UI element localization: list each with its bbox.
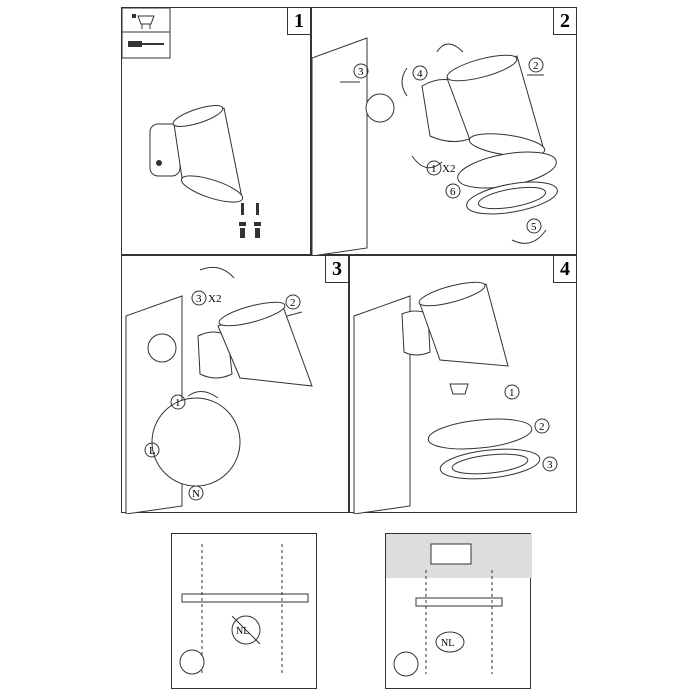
step-4-illustration: 1 2 3 [353,281,558,514]
step-4-number: 4 [553,256,576,283]
wire-label-live: L [149,445,156,457]
callout-4: 4 [417,68,423,80]
step-2-illustration: 2 3 4 1 X2 6 5 [312,37,558,256]
callout-3: 3 [547,459,553,471]
wall-lamp-drawing [149,105,244,203]
callout-5: 5 [531,221,537,233]
step-2-panel: 2 2 3 4 1 X2 6 5 [311,7,577,256]
step-1-panel: 1 [121,7,311,255]
step-1-illustration [122,8,261,238]
callout-3: 3 [358,66,364,78]
step-3-illustration: 3 X2 2 1 L N [125,266,313,514]
wire-label-neutral: N [192,488,200,500]
step-2-number: 2 [553,8,576,35]
callout-2: 2 [290,297,296,309]
nl-badge: NL [441,638,454,649]
nl-badge: NL [236,626,249,637]
mounting-bracket-panel: NL [171,533,317,689]
junction-box-panel: NL [385,533,532,689]
callout-3-multiplier: X2 [208,293,221,305]
callout-3: 3 [196,293,202,305]
step-4-panel: 4 1 2 3 [349,255,577,514]
step-3-panel: 3 3 X2 2 1 L N [121,255,349,514]
callout-6: 6 [450,186,456,198]
step-3-number: 3 [325,256,348,283]
callout-2: 2 [533,60,539,72]
screws-and-plugs [239,203,261,238]
callout-1: 1 [509,387,515,399]
callout-1-multiplier: X2 [442,163,455,175]
screwdriver-icon [128,41,164,47]
gu10-bulb-icon [132,14,155,29]
step-1-number: 1 [287,8,310,35]
callout-2: 2 [539,421,545,433]
callout-1: 1 [175,397,181,409]
callout-1: 1 [431,163,437,175]
